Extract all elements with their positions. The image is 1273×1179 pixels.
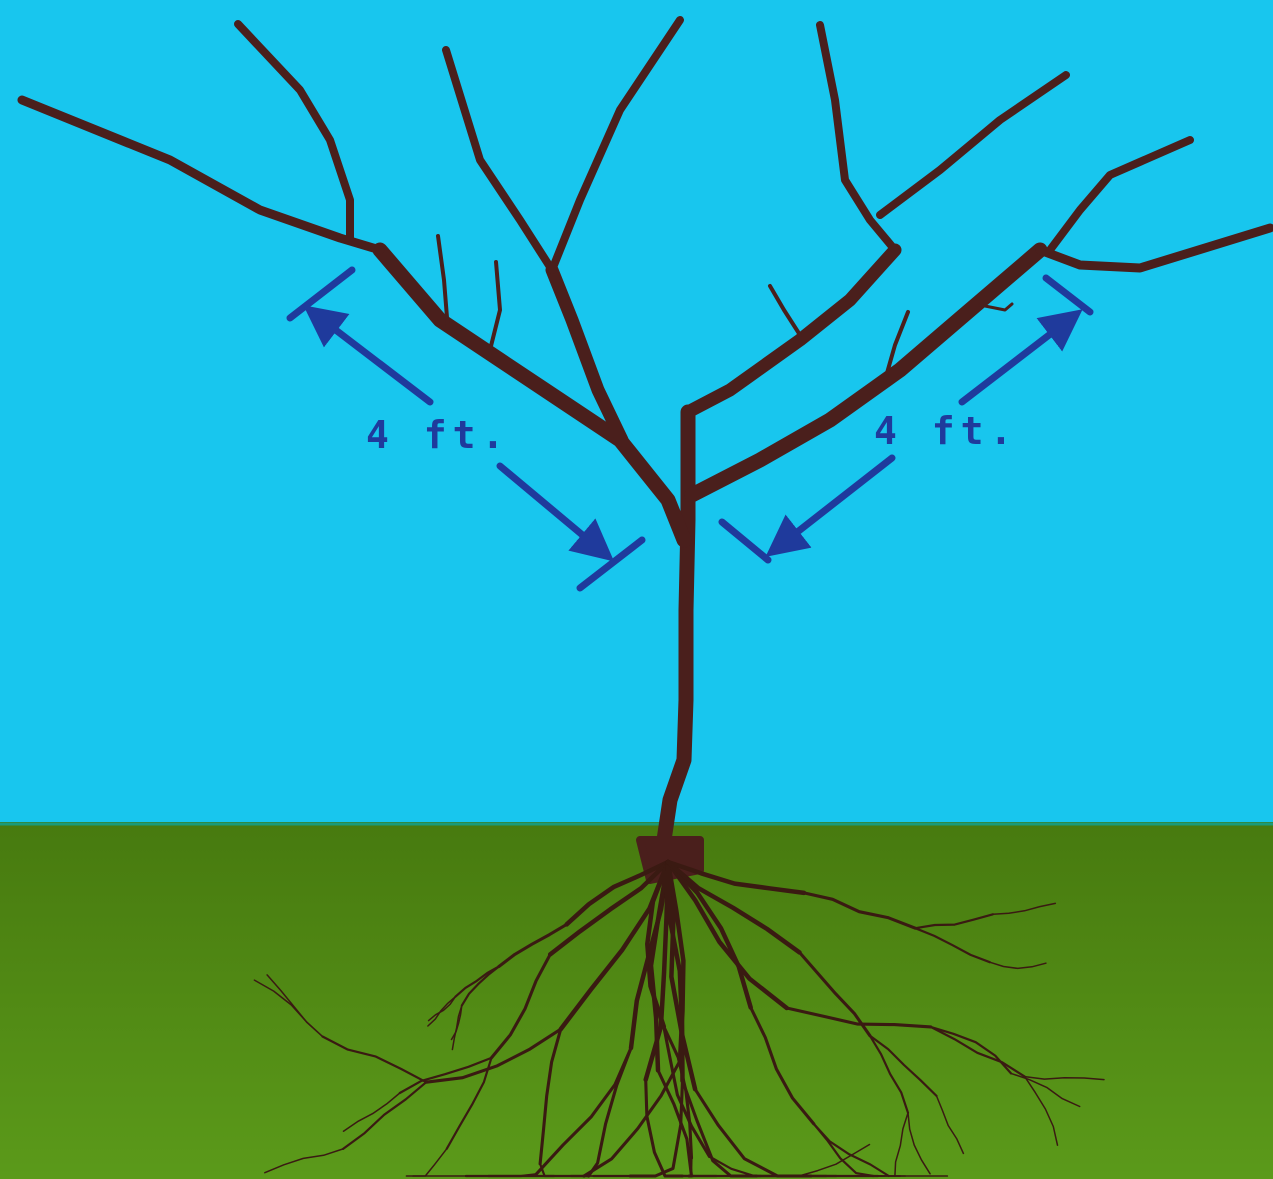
sky-background	[0, 0, 1273, 826]
left-measurement-label: 4 ft.	[366, 413, 510, 457]
right-measurement-label: 4 ft.	[874, 409, 1018, 453]
